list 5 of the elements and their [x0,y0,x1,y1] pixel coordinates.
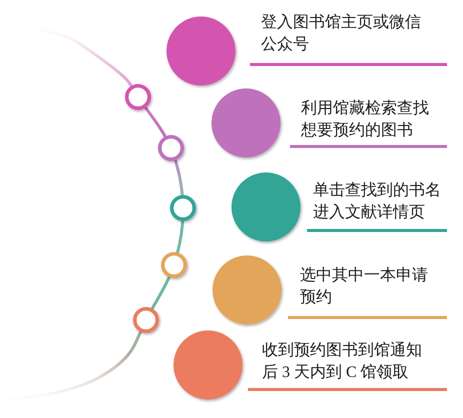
step-label: 利用馆藏检索查找想要预约的图书 [290,98,447,148]
step-label: 单击查找到的书名进入文献详情页 [307,180,447,232]
step-label: 登入图书馆主页或微信公众号 [250,12,447,66]
step-label: 收到预约图书到馆通知后 3 天内到 C 馆领取 [248,340,447,391]
step-label: 选中其中一本申请预约 [288,265,447,319]
